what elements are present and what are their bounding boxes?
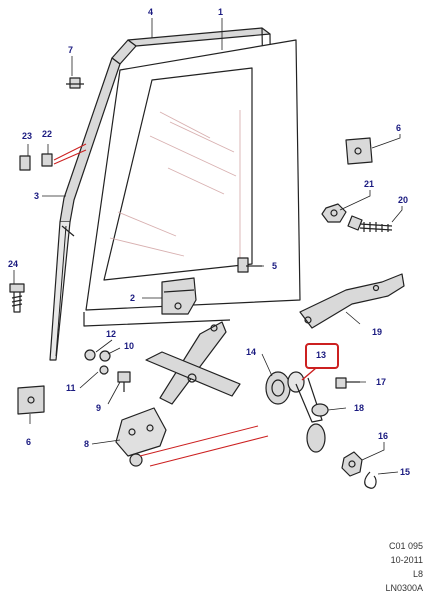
callout-22: 22 <box>42 129 53 139</box>
part-17-screw <box>335 377 360 389</box>
part-21-nut <box>321 203 347 223</box>
part-13-handle <box>287 371 326 453</box>
part-7-screw <box>66 77 84 89</box>
ref-date: 10-2011 <box>390 555 423 565</box>
ref-code-line1: C01 095 <box>388 541 423 551</box>
part-20-bolt <box>347 215 393 232</box>
callout-15: 15 <box>400 467 411 477</box>
callout-1: 1 <box>218 7 224 17</box>
leader-lines <box>13 18 403 475</box>
door-frame <box>49 27 273 361</box>
part-14-bezel <box>265 371 291 405</box>
callout-13: 13 <box>316 350 327 360</box>
part-6-pad-left <box>17 385 45 415</box>
part-24-screw <box>9 283 25 313</box>
callout-10: 10 <box>124 341 135 351</box>
callout-5: 5 <box>272 261 278 271</box>
callout-2: 2 <box>130 293 136 303</box>
callout-6-right: 6 <box>396 123 402 133</box>
callout-9: 9 <box>96 403 102 413</box>
part-13-highlight-box <box>305 343 339 369</box>
callout-4: 4 <box>148 7 154 17</box>
callout-11: 11 <box>66 383 76 393</box>
callout-8: 8 <box>84 439 90 449</box>
part-2-glass-clamp <box>161 277 197 315</box>
parts-22-23-clips <box>19 153 53 171</box>
callout-18: 18 <box>354 403 365 413</box>
part-18-cap <box>311 403 329 417</box>
callout-17: 17 <box>376 377 387 387</box>
callout-16: 16 <box>378 431 389 441</box>
part-16-nut <box>341 451 363 477</box>
callout-21: 21 <box>364 179 375 189</box>
callout-3: 3 <box>34 191 40 201</box>
callout-24: 24 <box>8 259 19 269</box>
part-12-bush <box>84 349 96 361</box>
door-glass <box>85 39 301 311</box>
part-10-bush <box>99 350 111 362</box>
callout-6-left: 6 <box>26 437 32 447</box>
callout-19: 19 <box>372 327 383 337</box>
part-11-washer <box>99 365 109 375</box>
callout-7: 7 <box>68 45 74 55</box>
part-6-pad-right <box>345 137 373 165</box>
callout-12: 12 <box>106 329 117 339</box>
part-8-regulator <box>115 321 241 467</box>
callout-23: 23 <box>22 131 33 141</box>
part-9-bolt <box>117 371 131 392</box>
callout-14: 14 <box>246 347 257 357</box>
part-19-bracket <box>299 273 405 329</box>
ref-model: L8 <box>412 569 423 579</box>
ref-diagram-id: LN0300A <box>385 583 423 593</box>
part-15-clip <box>364 471 377 489</box>
callout-20: 20 <box>398 195 409 205</box>
